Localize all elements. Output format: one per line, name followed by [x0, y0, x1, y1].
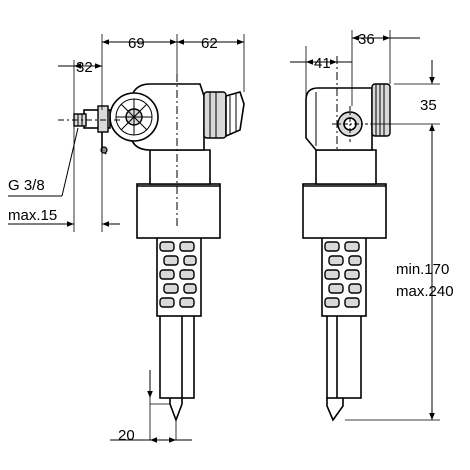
dim-max240: max.240 — [396, 283, 454, 300]
dim-41: 41 — [314, 55, 331, 72]
side-cap — [371, 83, 391, 137]
thread-label: G 3/8 — [8, 177, 45, 194]
dim-32: 32 — [76, 59, 93, 76]
front-neck — [149, 149, 211, 185]
dimension-lines — [8, 30, 440, 443]
front-mechanism — [203, 91, 227, 139]
front-tip — [169, 398, 183, 423]
side-view — [302, 56, 391, 422]
side-neck — [315, 149, 377, 185]
dim-20: 20 — [118, 427, 135, 444]
dimension-labels: 69 62 32 G 3/8 max.15 36 41 35 min.170 m… — [8, 31, 454, 444]
side-float — [302, 183, 387, 239]
dim-35: 35 — [420, 97, 437, 114]
dim-62: 62 — [201, 35, 218, 52]
front-float — [136, 183, 221, 239]
front-cap — [225, 91, 245, 138]
dim-36: 36 — [358, 31, 375, 48]
front-view — [58, 74, 245, 423]
side-hose-pattern — [324, 241, 362, 308]
side-tip — [326, 398, 344, 422]
front-hose-pattern — [159, 241, 197, 308]
front-flange — [97, 105, 109, 133]
dim-69: 69 — [128, 35, 145, 52]
dim-max15: max.15 — [8, 207, 57, 224]
dim-min170: min.170 — [396, 261, 449, 278]
